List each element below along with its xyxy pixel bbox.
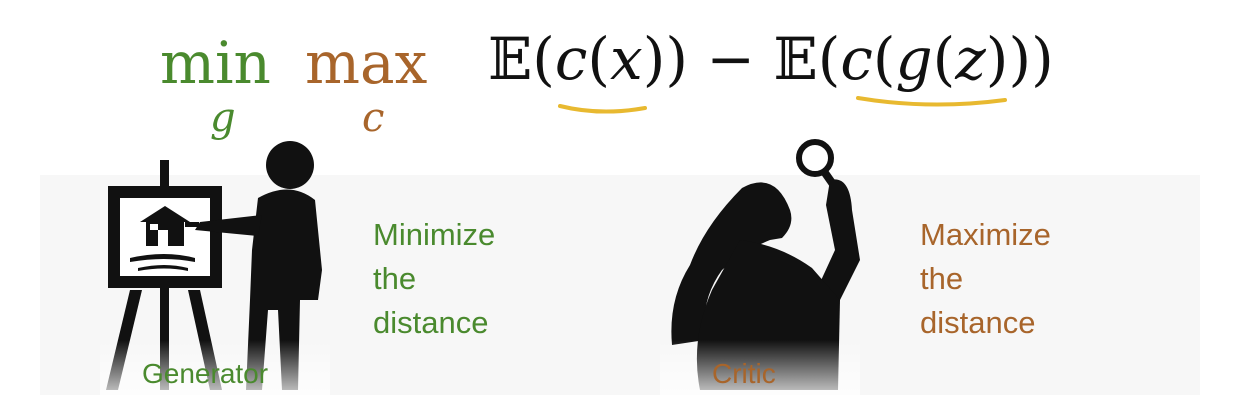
fade-right	[660, 340, 860, 400]
critic-var: c	[840, 25, 873, 93]
generator-action-line-1: Minimize	[373, 217, 496, 252]
paren-close: )	[665, 25, 688, 93]
max-subscript-c: c	[362, 95, 385, 141]
noise-var: z	[955, 25, 986, 93]
paren-open: (	[587, 25, 610, 93]
paren-close: )	[1031, 25, 1054, 93]
paren-close: )	[1008, 25, 1032, 93]
generator-action-text: Minimize the distance	[373, 213, 495, 345]
generator-var: g	[895, 25, 933, 93]
paren-open: (	[932, 25, 956, 93]
critic-caption: Critic	[712, 358, 776, 389]
paren-close: )	[642, 25, 666, 93]
generator-action-line-3: distance	[373, 305, 489, 340]
painter-at-easel-icon	[106, 141, 322, 390]
underline-real	[558, 104, 647, 114]
underline-fake	[856, 96, 1007, 107]
paren-open: (	[817, 25, 841, 93]
real-sample-var: x	[609, 25, 643, 93]
generator-action-line-2: the	[373, 261, 417, 296]
paren-open: (	[532, 25, 555, 93]
max-operator: max	[305, 29, 428, 97]
minimax-formula: min g max c 𝔼(c(x)) − 𝔼(c(g(z)))	[0, 0, 1246, 150]
critic-action-line-1: Maximize	[920, 217, 1051, 252]
critic-action-line-2: the	[920, 261, 964, 296]
critic-var: c	[554, 25, 588, 93]
fade-left	[100, 340, 330, 400]
paren-close: )	[985, 25, 1009, 93]
min-operator: min	[160, 29, 271, 97]
paren-open: (	[872, 25, 896, 93]
generator-caption: Generator	[142, 358, 269, 389]
expectation-symbol-2: 𝔼	[773, 25, 818, 93]
critic-action-line-3: distance	[920, 305, 1036, 340]
expectation-symbol-1: 𝔼	[488, 25, 533, 93]
expectation-expression: 𝔼(c(x)) − 𝔼(c(g(z)))	[488, 30, 1054, 88]
formula-underlines	[558, 96, 1007, 114]
min-subscript-g: g	[210, 95, 236, 141]
critic-action-text: Maximize the distance	[920, 213, 1051, 345]
minus-sign: −	[706, 25, 756, 93]
